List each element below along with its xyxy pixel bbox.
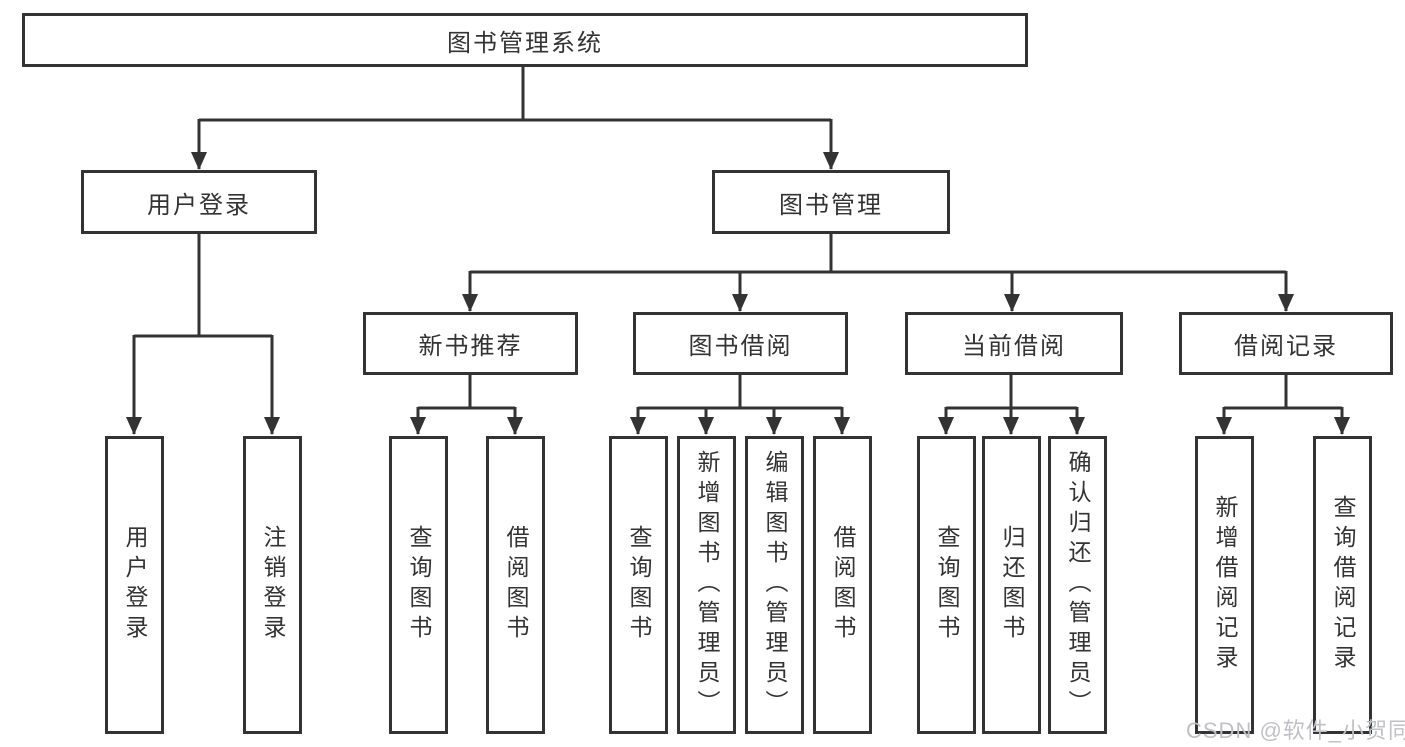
leaf-query-books-recommend: 查询图书: [389, 436, 448, 734]
leaf-borrow-books: 借阅图书: [813, 436, 872, 734]
leaf-query-borrow-record: 查询借阅记录: [1313, 436, 1372, 734]
node-book-management: 图书管理: [712, 170, 950, 234]
node-user-login: 用户登录: [81, 170, 317, 234]
leaf-user-login: 用户登录: [105, 436, 164, 734]
leaf-query-books-borrow: 查询图书: [609, 436, 668, 734]
leaf-edit-books-admin: 编辑图书（管理员）: [745, 436, 804, 734]
leaf-confirm-return-admin: 确认归还（管理员）: [1048, 436, 1107, 734]
leaf-query-books-current: 查询图书: [917, 436, 976, 734]
leaf-borrow-books-recommend: 借阅图书: [486, 436, 545, 734]
node-library-system-root: 图书管理系统: [22, 13, 1028, 67]
leaf-logout: 注销登录: [243, 436, 302, 734]
node-borrowing-records: 借阅记录: [1179, 312, 1393, 375]
leaf-add-books-admin: 新增图书（管理员）: [677, 436, 736, 734]
node-book-borrowing: 图书借阅: [633, 312, 848, 375]
node-current-borrowing: 当前借阅: [905, 312, 1123, 375]
leaf-add-borrow-record: 新增借阅记录: [1195, 436, 1254, 734]
csdn-watermark: CSDN @软件_小贺同学: [1186, 718, 1405, 743]
node-new-book-recommendation: 新书推荐: [363, 312, 578, 375]
leaf-return-books: 归还图书: [982, 436, 1041, 734]
